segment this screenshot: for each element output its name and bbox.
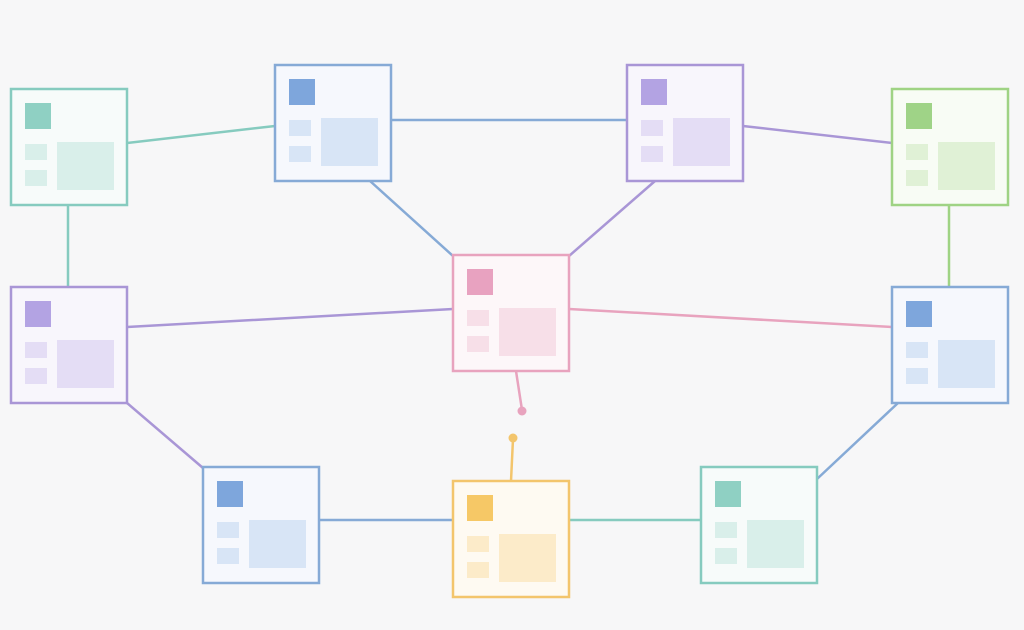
card-content-placeholder (57, 142, 114, 190)
broken-link-layer (508, 369, 527, 483)
edge-pink-to-blue-right (567, 307, 894, 329)
card-icon-square (217, 481, 243, 507)
edge-purple-top-to-pink (567, 179, 657, 258)
card-blue-top[interactable] (273, 63, 393, 183)
card-line-placeholder (467, 562, 489, 578)
card-line-placeholder (25, 144, 47, 160)
broken-link-stub-upper (514, 369, 524, 412)
card-line-placeholder (906, 342, 928, 358)
card-content-placeholder (747, 520, 804, 568)
card-line-placeholder (467, 336, 489, 352)
card-teal-top-left[interactable] (9, 87, 129, 207)
card-line-placeholder (25, 368, 47, 384)
broken-link-endpoint-upper (517, 406, 527, 416)
card-line-placeholder (715, 522, 737, 538)
card-blue-mid-right[interactable] (890, 285, 1010, 405)
broken-link-endpoint-lower (508, 433, 518, 443)
card-icon-square (906, 103, 932, 129)
card-content-placeholder (499, 308, 556, 356)
edge-purple-left-to-pink (125, 307, 455, 329)
broken-link-stub-lower (509, 437, 515, 483)
card-line-placeholder (289, 146, 311, 162)
card-icon-square (467, 269, 493, 295)
card-orange-bottom[interactable] (451, 479, 571, 599)
card-line-placeholder (25, 170, 47, 186)
card-content-placeholder (673, 118, 730, 166)
card-blue-bottom-left[interactable] (201, 465, 321, 585)
card-content-placeholder (499, 534, 556, 582)
disconnected-link-pink-orange (508, 369, 527, 483)
card-content-placeholder (938, 142, 995, 190)
card-icon-square (25, 301, 51, 327)
edge-purple-left-to-blue-bottom (125, 401, 205, 470)
card-icon-square (25, 103, 51, 129)
nodes-layer (9, 63, 1010, 599)
edge-teal-to-blue-top (125, 124, 277, 145)
edge-purple-top-to-green (741, 124, 894, 145)
card-content-placeholder (321, 118, 378, 166)
card-line-placeholder (641, 120, 663, 136)
card-content-placeholder (57, 340, 114, 388)
card-teal-bottom-right[interactable] (699, 465, 819, 585)
card-line-placeholder (641, 146, 663, 162)
card-line-placeholder (467, 536, 489, 552)
edges-layer (66, 118, 951, 522)
card-purple-top[interactable] (625, 63, 745, 183)
card-icon-square (641, 79, 667, 105)
card-icon-square (715, 481, 741, 507)
card-line-placeholder (715, 548, 737, 564)
card-content-placeholder (938, 340, 995, 388)
card-line-placeholder (906, 170, 928, 186)
card-line-placeholder (467, 310, 489, 326)
edge-blue-top-to-pink (368, 179, 455, 258)
card-line-placeholder (289, 120, 311, 136)
edge-blue-right-to-teal-bottom (815, 401, 900, 481)
card-purple-mid-left[interactable] (9, 285, 129, 405)
card-content-placeholder (249, 520, 306, 568)
card-line-placeholder (906, 368, 928, 384)
card-pink-center[interactable] (451, 253, 571, 373)
card-green-top-right[interactable] (890, 87, 1010, 207)
card-line-placeholder (217, 522, 239, 538)
card-icon-square (289, 79, 315, 105)
card-icon-square (906, 301, 932, 327)
card-icon-square (467, 495, 493, 521)
card-line-placeholder (906, 144, 928, 160)
card-line-placeholder (25, 342, 47, 358)
card-line-placeholder (217, 548, 239, 564)
